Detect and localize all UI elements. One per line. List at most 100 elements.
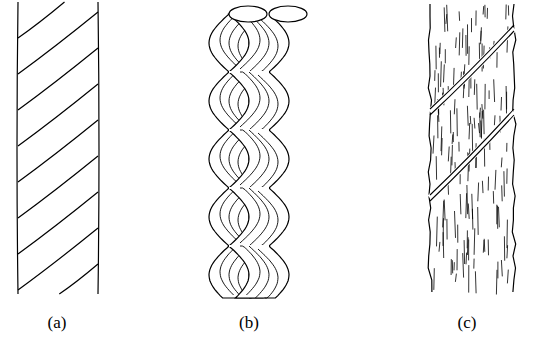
wrap-filament: [430, 31, 514, 115]
fibre-line: [455, 37, 457, 48]
fibre-line: [475, 271, 477, 293]
yarn-edge: [98, 2, 99, 294]
fibre-line: [472, 124, 473, 151]
fibre-line: [435, 46, 436, 70]
yarn-edge: [17, 2, 18, 294]
fibre-line: [477, 183, 479, 202]
fibre-line: [468, 265, 469, 293]
fibre-line: [249, 246, 269, 298]
fibre-line: [249, 14, 269, 72]
fibre-line: [438, 73, 439, 92]
fibre-line: [474, 79, 476, 95]
fibre-line: [493, 191, 494, 204]
fibre-line: [469, 123, 471, 139]
fibre-line: [434, 70, 435, 81]
fibre-line: [452, 260, 453, 273]
twist-line: [18, 84, 98, 146]
fibre-line: [443, 232, 445, 258]
fibre-line: [473, 259, 474, 269]
fibre-line: [493, 79, 495, 102]
fibre-line: [443, 64, 445, 82]
fibre-line: [483, 110, 485, 135]
fibre-line: [439, 242, 441, 252]
fibre-line: [467, 106, 469, 126]
fibre-line: [452, 134, 454, 144]
strand: [229, 72, 289, 130]
fibre-line: [441, 126, 443, 151]
fibre-line: [439, 48, 440, 58]
fibre-line: [258, 249, 278, 298]
fibre-line: [489, 90, 490, 99]
fibre-line: [506, 86, 507, 113]
fibre-line: [258, 133, 278, 188]
fibre-line: [467, 237, 469, 255]
fibre-line: [483, 240, 485, 253]
fibre-line: [496, 52, 497, 67]
fibre-line: [433, 136, 434, 154]
fibre-line: [506, 245, 508, 258]
fibre-line: [437, 115, 438, 138]
fibre-line: [480, 27, 482, 44]
fibre-line: [464, 240, 466, 264]
fibre-line: [462, 28, 464, 48]
fibre-line: [465, 35, 466, 56]
fibre-line: [458, 142, 459, 152]
fibre-line: [436, 156, 437, 180]
fibre-line: [440, 61, 442, 87]
fibre-line: [451, 259, 452, 275]
panel-label: (b): [239, 313, 259, 333]
wrap-mask: [430, 28, 514, 112]
fibre-line: [450, 110, 451, 133]
fibre-line: [481, 111, 483, 138]
twist-line: [18, 2, 65, 38]
fibre-line: [501, 185, 503, 201]
fibre-line: [258, 17, 278, 72]
single-yarn: [17, 2, 99, 294]
wrapped-yarn: [428, 4, 516, 295]
fibre-line: [258, 75, 278, 130]
fibre-line: [471, 18, 472, 32]
two-ply-yarn: [209, 6, 307, 298]
fibre-line: [508, 5, 509, 15]
fibre-line: [497, 262, 498, 279]
fibre-line: [506, 169, 507, 184]
fibre-line: [460, 174, 461, 184]
fibre-line: [484, 239, 486, 252]
fibre-line: [455, 274, 456, 282]
fibre-line: [483, 6, 485, 14]
fibre-line: [472, 209, 474, 230]
fibre-line: [475, 11, 476, 26]
fibre-line: [484, 5, 485, 17]
fibre-line: [465, 193, 467, 218]
fibre-line: [505, 5, 506, 20]
fibre-line: [477, 207, 479, 235]
fibre-line: [476, 84, 478, 110]
fibre-line: [454, 262, 455, 270]
fibre-line: [488, 177, 489, 191]
fibre-line: [484, 84, 485, 110]
strand: [229, 14, 289, 72]
wrap-filament: [430, 115, 514, 201]
fibre-line: [494, 115, 496, 125]
strand: [229, 246, 289, 298]
fibre-line: [501, 97, 503, 111]
fibre-line: [501, 260, 503, 276]
wrap-filament: [430, 25, 514, 109]
panel-label: (a): [48, 313, 67, 333]
fibre-line: [446, 219, 447, 240]
fibre-line: [455, 211, 456, 238]
yarn-edge: [512, 4, 516, 292]
twist-line: [18, 48, 98, 110]
fibre-line: [249, 72, 269, 130]
fibre-line: [444, 200, 446, 221]
fibre-line: [487, 8, 488, 19]
fibre-line: [501, 158, 503, 168]
panel-label: (c): [458, 313, 477, 333]
fibre-line: [445, 49, 446, 63]
fibre-line: [459, 11, 461, 20]
strand: [229, 130, 289, 188]
fibre-line: [451, 145, 453, 166]
fibre-line: [456, 108, 457, 136]
fibre-line: [459, 32, 461, 55]
fibre-line: [443, 201, 444, 228]
